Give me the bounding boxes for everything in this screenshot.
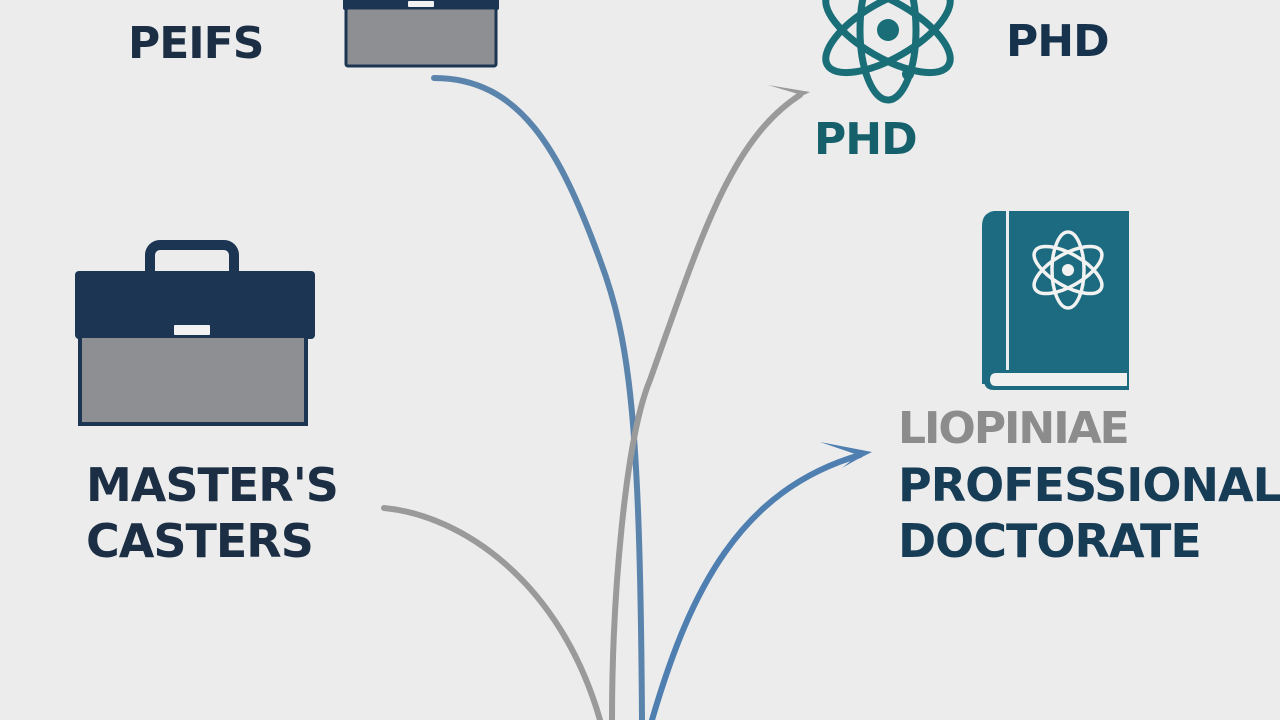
briefcase-icon-left bbox=[75, 240, 315, 426]
label-masters-line2: CASTERS bbox=[86, 514, 314, 568]
book-atom-icon bbox=[982, 211, 1129, 390]
arrowhead-prof-doct bbox=[820, 442, 872, 468]
atom-icon bbox=[822, 0, 954, 104]
path-phd-arrow-line bbox=[609, 92, 803, 720]
label-garbled-text: LIOPINIAE bbox=[898, 403, 1130, 454]
path-masters-line bbox=[381, 505, 603, 720]
label-peifs: PEIFS bbox=[128, 18, 264, 69]
label-professional: PROFESSIONAL bbox=[898, 458, 1280, 512]
arrowhead-phd bbox=[768, 85, 810, 104]
label-phd-teal: PHD bbox=[814, 114, 918, 165]
briefcase-icon-top bbox=[343, 0, 499, 68]
path-peifs-line bbox=[431, 75, 645, 720]
label-doctorate: DOCTORATE bbox=[898, 514, 1202, 568]
path-prof-doct-arrow-line bbox=[649, 452, 863, 720]
label-phd-top: PHD bbox=[1006, 16, 1110, 67]
label-masters-line1: MASTER'S bbox=[86, 458, 339, 512]
